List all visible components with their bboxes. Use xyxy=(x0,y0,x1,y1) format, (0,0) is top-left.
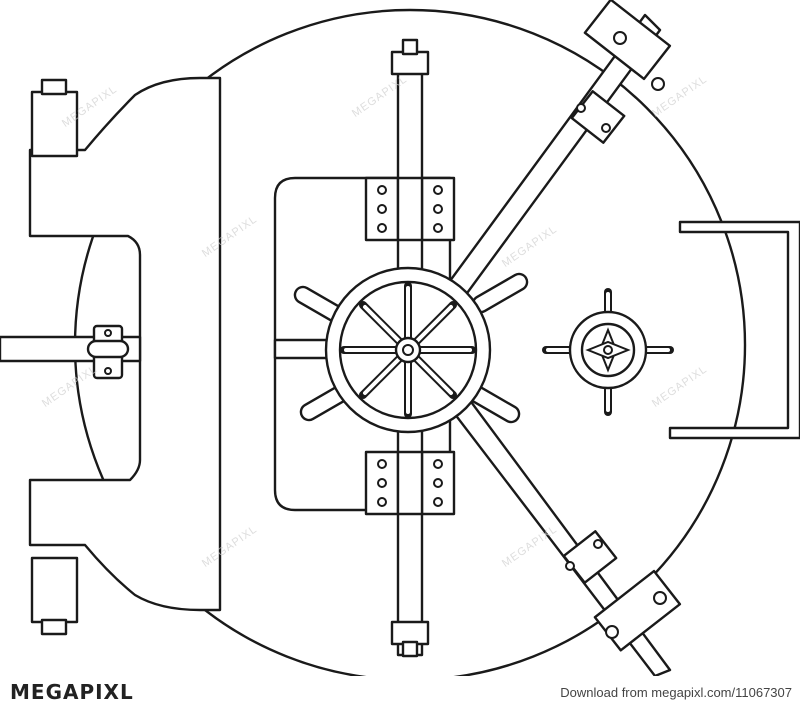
hinge-pin-top-cap xyxy=(40,78,68,96)
top-bolt-cap xyxy=(390,50,430,76)
footer-bar: MEGAPIXL Download from megapixl.com/1106… xyxy=(0,676,800,708)
hinge-pin-bottom-cap xyxy=(40,618,68,636)
brand-logo: MEGAPIXL xyxy=(10,680,134,704)
hinge-pin-bottom xyxy=(30,556,79,624)
hinge-bracket xyxy=(28,76,222,612)
lower-bolt-plates xyxy=(364,450,456,516)
upper-bolt-plates xyxy=(364,176,456,242)
door-pull-handle xyxy=(668,220,800,440)
vault-door-illustration xyxy=(0,0,800,676)
bottom-bolt-cap xyxy=(390,620,430,646)
download-credit: Download from megapixl.com/11067307 xyxy=(560,684,792,700)
combination-dial xyxy=(542,288,674,416)
lower-diagonal-bar xyxy=(423,358,682,676)
